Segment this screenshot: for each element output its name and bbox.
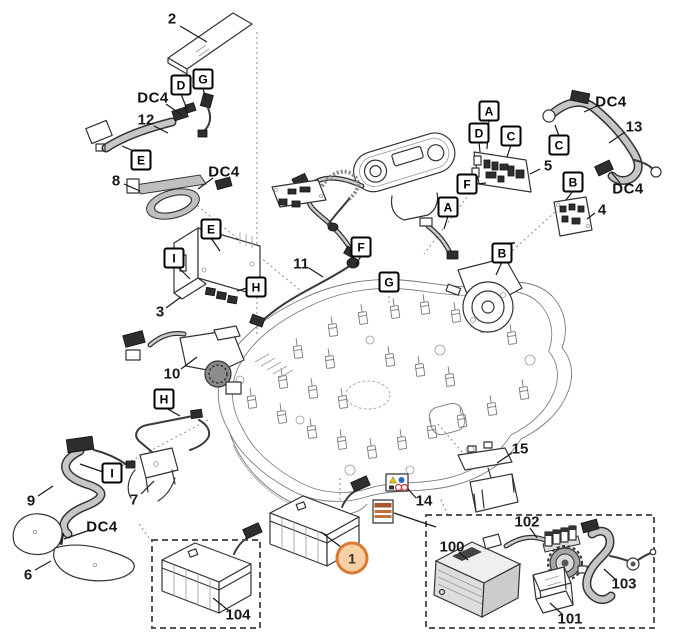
part-12-cable-harness (85, 92, 214, 153)
safety-sticker-icons (389, 476, 409, 492)
part-104-battery (161, 521, 264, 614)
part-8-strap (126, 174, 233, 220)
callout-part-1-highlight: 1 (335, 541, 369, 575)
callout-part-100: 100 (439, 538, 465, 556)
pcb-plate (271, 169, 360, 226)
callout-part-3: 3 (155, 303, 165, 321)
letter-box-a-2: A (478, 100, 500, 122)
control-console (291, 132, 459, 260)
part-10-motor-assembly (122, 325, 245, 395)
callout-dc4-near-9: DC4 (86, 518, 118, 536)
callout-part-10: 10 (163, 365, 181, 383)
part-15-holder (457, 441, 519, 513)
letter-box-b-1: B (562, 171, 584, 193)
callout-part-4: 4 (597, 201, 607, 219)
letter-box-i-1: I (163, 247, 185, 269)
letter-box-h-1: H (245, 276, 267, 298)
callout-part-13: 13 (625, 118, 643, 136)
letter-box-e-2: E (200, 218, 222, 240)
callout-part-103: 103 (611, 575, 637, 593)
letter-box-h-2: H (153, 388, 175, 410)
callout-part-6: 6 (23, 566, 33, 584)
part-11-cable (249, 257, 360, 328)
callout-dc4-near-13-top: DC4 (595, 93, 627, 111)
callout-dc4-near-12: DC4 (137, 89, 169, 107)
part-6-panel (12, 513, 135, 582)
letter-box-c-2: C (548, 134, 570, 156)
letter-box-i-2: I (101, 462, 123, 484)
callout-part-102: 102 (514, 513, 540, 531)
callout-part-14: 14 (415, 492, 433, 510)
part-14-stickers (372, 473, 409, 524)
part-3-housing (173, 227, 261, 305)
callout-part-101: 101 (557, 610, 583, 628)
letter-box-g-1: G (192, 68, 214, 90)
part-101-holder (532, 566, 574, 614)
part-4-circuit-board (553, 196, 593, 237)
callout-dc4-near-8: DC4 (208, 163, 240, 181)
mower-chassis (217, 279, 573, 516)
kit-box-104 (151, 539, 261, 629)
part-13-cable-harness (542, 89, 662, 185)
kit-box-100-103 (425, 514, 655, 629)
part-7-bracket (127, 408, 211, 502)
part-100-battery (433, 541, 522, 619)
part-2-cover-strip (167, 12, 253, 75)
callout-part-7: 7 (129, 491, 139, 509)
part-103-cable (580, 518, 657, 605)
letter-box-d-1: D (170, 74, 192, 96)
callout-part-104: 104 (225, 606, 251, 624)
leader-lines (34, 25, 626, 615)
part-5-circuit-board (471, 151, 532, 193)
callout-part-9: 9 (26, 492, 36, 510)
callout-part-12: 12 (137, 111, 155, 129)
letter-box-d-2: D (468, 122, 490, 144)
callout-part-15: 15 (511, 440, 529, 458)
letter-box-f-1: F (350, 236, 372, 258)
callout-part-5: 5 (543, 157, 553, 175)
callout-part-11: 11 (293, 255, 309, 273)
callout-part-8: 8 (111, 172, 121, 190)
letter-box-a-1: A (437, 196, 459, 218)
letter-box-c-1: C (500, 125, 522, 147)
wheel-drive-motor (445, 242, 523, 333)
part-102-connector-gear (482, 525, 588, 581)
letter-box-g-2: G (378, 271, 400, 293)
rating-plate-sticker (372, 499, 394, 524)
letter-box-e-1: E (130, 149, 152, 171)
letter-box-f-2: F (456, 173, 478, 195)
callout-dc4-near-13-bottom: DC4 (612, 180, 644, 198)
letter-box-b-2: B (491, 242, 513, 264)
callout-part-2: 2 (167, 10, 177, 28)
